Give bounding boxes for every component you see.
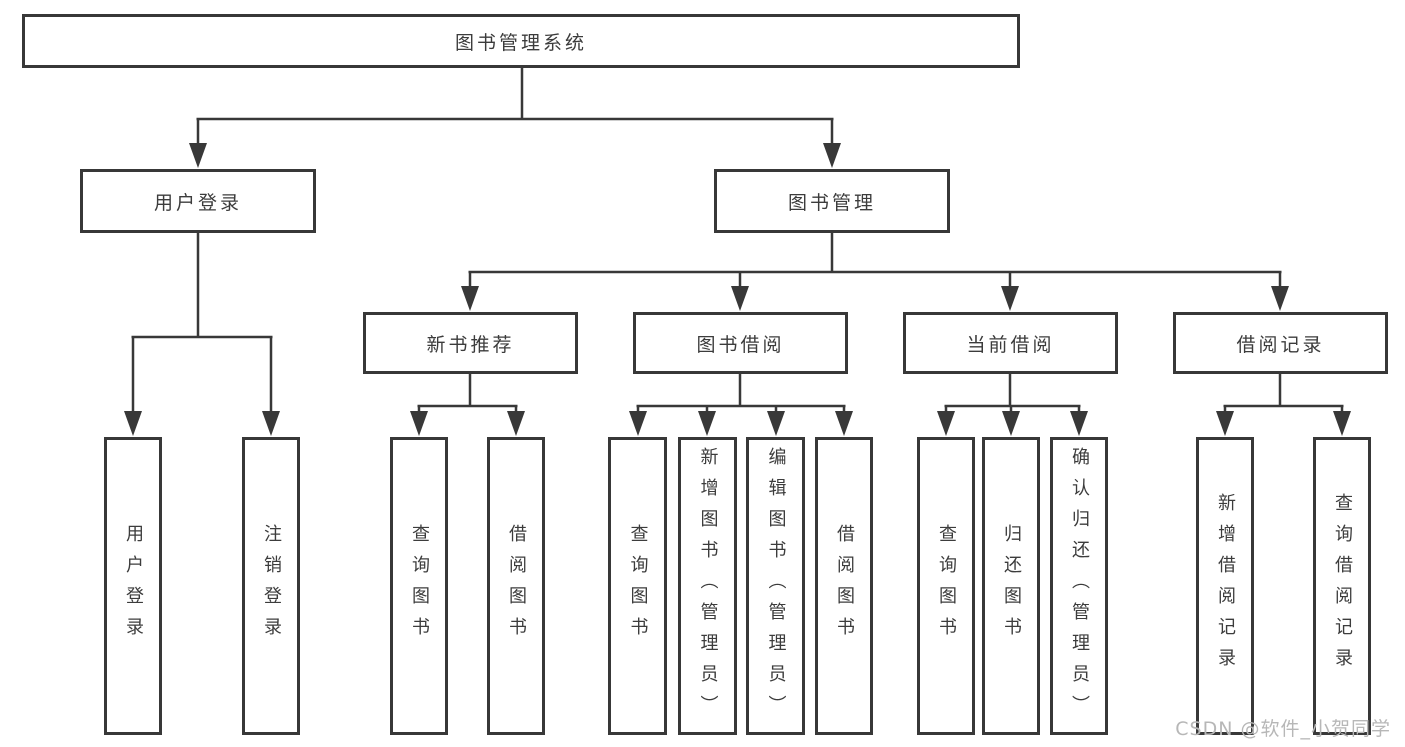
node-book-borrow-label: 图书借阅: [696, 333, 785, 356]
node-borrow-books-leaf: 借阅图书: [815, 437, 873, 735]
arrowhead: [1333, 411, 1351, 436]
node-add-books-admin: 新增图书（管理员）: [678, 437, 737, 735]
node-root-label: 图书管理系统: [454, 31, 587, 54]
connector-recommend-group: [417, 374, 518, 413]
connector-bookmgmt-to-level3: [468, 233, 1282, 288]
node-logout-label: 注销登录: [261, 524, 282, 648]
node-confirm-return-admin-label: 确认归还（管理员）: [1069, 446, 1090, 726]
node-query-borrow-record-label: 查询借阅记录: [1332, 493, 1353, 679]
node-borrow-books-leaf-label: 借阅图书: [834, 524, 855, 648]
arrowhead: [731, 286, 749, 311]
arrowhead: [507, 411, 525, 436]
arrowhead: [124, 411, 142, 436]
node-edit-books-admin-label: 编辑图书（管理员）: [765, 446, 787, 726]
node-confirm-return-admin: 确认归还（管理员）: [1050, 437, 1108, 735]
arrowhead: [461, 286, 479, 311]
node-return-books-label: 归还图书: [1001, 524, 1022, 648]
node-user-login: 用户登录: [80, 169, 316, 233]
node-book-management-label: 图书管理: [787, 191, 876, 214]
csdn-watermark: CSDN @软件_小贺同学: [1175, 718, 1391, 740]
node-borrow-books-recommend-label: 借阅图书: [506, 524, 527, 648]
node-user-login-leaf-label: 用户登录: [123, 524, 144, 648]
node-add-borrow-record-label: 新增借阅记录: [1215, 493, 1236, 679]
node-user-login-label: 用户登录: [153, 191, 242, 214]
node-user-login-leaf: 用户登录: [104, 437, 162, 735]
node-query-books-recommend-label: 查询图书: [409, 524, 430, 648]
node-logout: 注销登录: [242, 437, 300, 735]
arrowhead: [410, 411, 428, 436]
node-book-management: 图书管理: [714, 169, 950, 233]
arrowhead: [1002, 411, 1020, 436]
arrowhead: [823, 143, 841, 168]
arrowhead: [1216, 411, 1234, 436]
node-borrow-records: 借阅记录: [1173, 312, 1388, 374]
arrowhead: [835, 411, 853, 436]
node-query-borrow-record: 查询借阅记录: [1313, 437, 1371, 735]
node-query-books-current-label: 查询图书: [936, 524, 957, 648]
node-query-books-recommend: 查询图书: [390, 437, 448, 735]
connector-root-to-level2: [196, 68, 834, 145]
arrowhead: [698, 411, 716, 436]
node-add-books-admin-label: 新增图书（管理员）: [697, 446, 719, 726]
node-book-borrow: 图书借阅: [633, 312, 848, 374]
arrowhead: [937, 411, 955, 436]
connector-records-group: [1223, 374, 1344, 413]
node-query-books-current: 查询图书: [917, 437, 975, 735]
connector-current-group: [944, 374, 1081, 413]
arrowhead: [262, 411, 280, 436]
node-root: 图书管理系统: [22, 14, 1020, 68]
node-new-book-recommend-label: 新书推荐: [426, 333, 515, 356]
arrowhead: [629, 411, 647, 436]
node-return-books: 归还图书: [982, 437, 1040, 735]
arrowhead: [1271, 286, 1289, 311]
arrowhead: [1001, 286, 1019, 311]
node-add-borrow-record: 新增借阅记录: [1196, 437, 1254, 735]
connector-login-group: [131, 233, 273, 413]
node-query-books-borrow: 查询图书: [608, 437, 667, 735]
arrowhead: [189, 143, 207, 168]
node-edit-books-admin: 编辑图书（管理员）: [746, 437, 805, 735]
node-borrow-records-label: 借阅记录: [1236, 333, 1325, 356]
node-current-borrow: 当前借阅: [903, 312, 1118, 374]
arrowhead: [767, 411, 785, 436]
connector-borrow-group: [636, 374, 846, 413]
node-borrow-books-recommend: 借阅图书: [487, 437, 545, 735]
node-query-books-borrow-label: 查询图书: [627, 524, 649, 648]
arrowhead: [1070, 411, 1088, 436]
node-new-book-recommend: 新书推荐: [363, 312, 578, 374]
node-current-borrow-label: 当前借阅: [966, 333, 1055, 356]
